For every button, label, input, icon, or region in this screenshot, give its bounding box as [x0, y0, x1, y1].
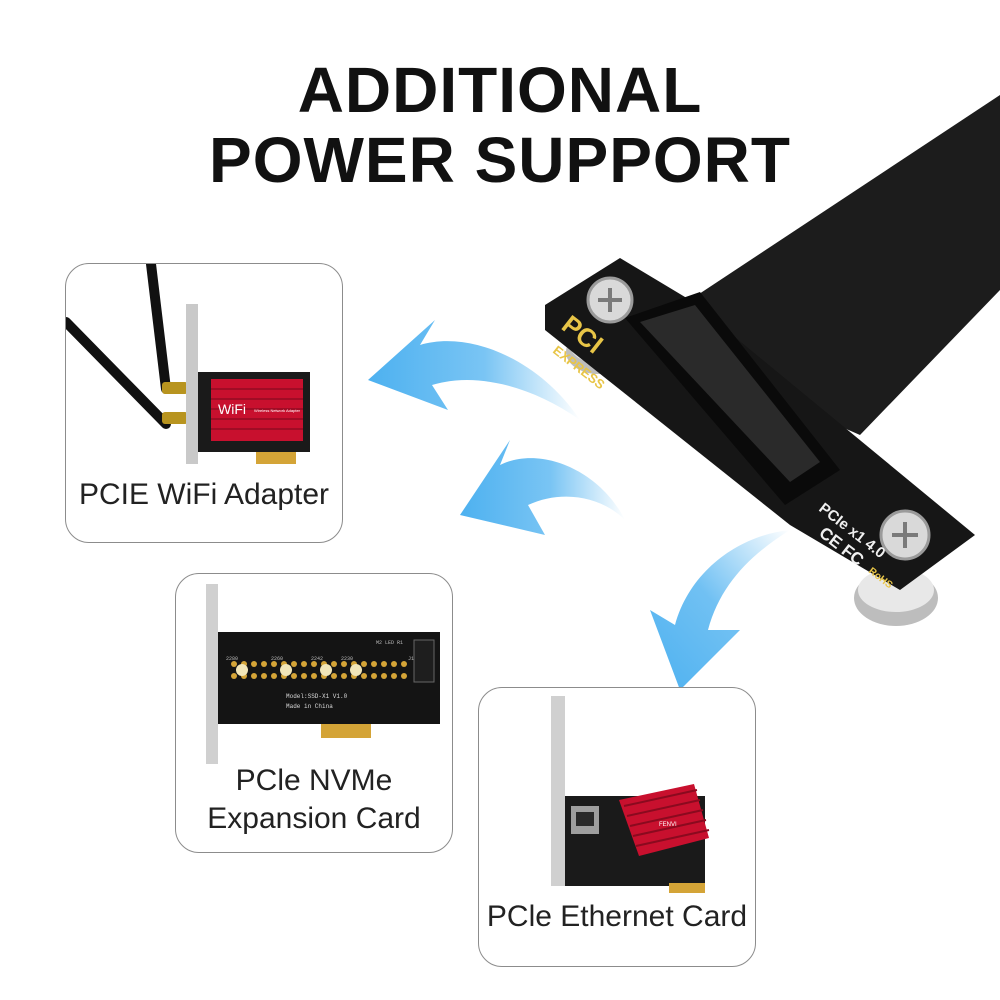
wifi-adapter-label: PCIE WiFi Adapter: [78, 478, 330, 511]
svg-text:2260: 2260: [271, 656, 283, 662]
nvme-bracket: [206, 584, 218, 764]
nvme-label: PCle NVMe Expansion Card: [176, 762, 452, 838]
wifi-adapter-illustration: WiFi Wireless Network Adapter: [66, 264, 310, 464]
svg-text:FENVI: FENVI: [659, 822, 677, 828]
svg-text:Made in China: Made in China: [286, 703, 333, 710]
antenna-lower: [66, 317, 171, 429]
nvme-gold-fingers: [321, 724, 371, 738]
svg-text:J1: J1: [408, 656, 414, 662]
nvme-label-line-2: Expansion Card: [207, 802, 421, 835]
headline-line-2: POWER SUPPORT: [209, 124, 791, 196]
arrow-to-nvme-card: [460, 440, 625, 535]
ethernet-card-illustration: FENVI: [551, 696, 710, 893]
svg-text:WiFi: WiFi: [218, 401, 246, 417]
nvme-card: 2280 2260 2242 2230 M2 LED R1 J1 Model:S…: [175, 573, 453, 853]
svg-text:M2 LED R1: M2 LED R1: [376, 640, 403, 646]
ethernet-label: PCle Ethernet Card: [486, 900, 748, 933]
nvme-card-illustration: 2280 2260 2242 2230 M2 LED R1 J1 Model:S…: [206, 584, 440, 764]
headline: ADDITIONAL POWER SUPPORT: [0, 55, 1000, 195]
wifi-adapter-card: WiFi Wireless Network Adapter PCIE WiFi …: [65, 263, 343, 543]
antenna-upper: [146, 264, 171, 394]
wifi-bracket: [186, 304, 198, 464]
svg-text:2280: 2280: [226, 656, 238, 662]
nvme-pcb: [218, 632, 440, 724]
nvme-label-line-1: PCle NVMe: [235, 764, 393, 797]
m2-slot: [413, 639, 435, 683]
arrow-to-wifi-card: [368, 320, 580, 420]
arrow-to-ethernet-card: [650, 530, 790, 690]
svg-text:Model:SSD-X1 V1.0: Model:SSD-X1 V1.0: [286, 693, 348, 700]
svg-text:2242: 2242: [311, 656, 323, 662]
ethernet-bracket: [551, 696, 565, 886]
headline-line-1: ADDITIONAL: [297, 54, 703, 126]
svg-text:Wireless Network Adapter: Wireless Network Adapter: [254, 408, 301, 413]
ethernet-card: FENVI PCle Ethernet Card: [478, 687, 756, 967]
svg-text:2230: 2230: [341, 656, 353, 662]
ribbon-cable: [690, 95, 1000, 435]
